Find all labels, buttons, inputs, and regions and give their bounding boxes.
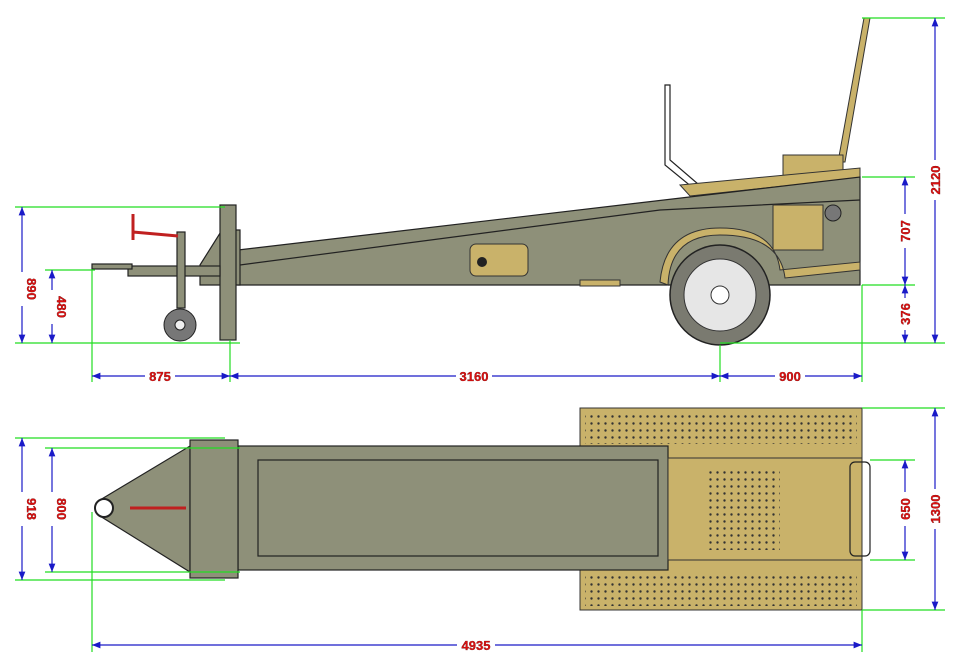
dim-800: 800 (54, 498, 69, 520)
dim-918: 918 (24, 498, 39, 520)
seat-back (664, 84, 707, 193)
dim-875: 875 (149, 369, 171, 384)
logo-icon (477, 257, 487, 267)
main-bed (237, 445, 669, 571)
dim-2120: 2120 (928, 166, 943, 195)
seat-handle (849, 461, 871, 557)
caster-post (176, 231, 186, 309)
tow-handle (837, 17, 871, 163)
front-post (219, 204, 237, 341)
hitch-arm (127, 265, 221, 277)
hitch-plate (91, 263, 133, 270)
caster-hub (174, 319, 186, 331)
dim-4935: 4935 (462, 638, 491, 653)
fender-top-left (585, 412, 857, 444)
dim-890: 890 (24, 278, 39, 300)
dim-480: 480 (54, 296, 69, 318)
side-view (91, 17, 871, 346)
drawbar-frame (189, 439, 239, 579)
hitch-eye (94, 498, 114, 518)
top-view (94, 407, 871, 611)
dim-900: 900 (779, 369, 801, 384)
bed-inner (257, 459, 659, 557)
fender-top-right (585, 574, 857, 606)
fender (659, 227, 861, 286)
side-step (579, 279, 621, 287)
main-beam (237, 176, 861, 286)
dim-1300: 1300 (928, 495, 943, 524)
dim-376: 376 (898, 303, 913, 325)
seat-vent-grid (705, 470, 780, 550)
dimension-labels: 890 480 2120 707 376 875 3160 900 918 80… (14, 160, 943, 653)
dim-650: 650 (898, 498, 913, 520)
dim-3160: 3160 (460, 369, 489, 384)
nameplate (469, 243, 529, 277)
jack-handle (131, 214, 179, 240)
beam-stripe (239, 199, 861, 266)
info-plate (772, 204, 824, 251)
lighting-socket-icon (824, 204, 842, 222)
wheel-hub (710, 285, 730, 305)
dim-707: 707 (898, 220, 913, 242)
